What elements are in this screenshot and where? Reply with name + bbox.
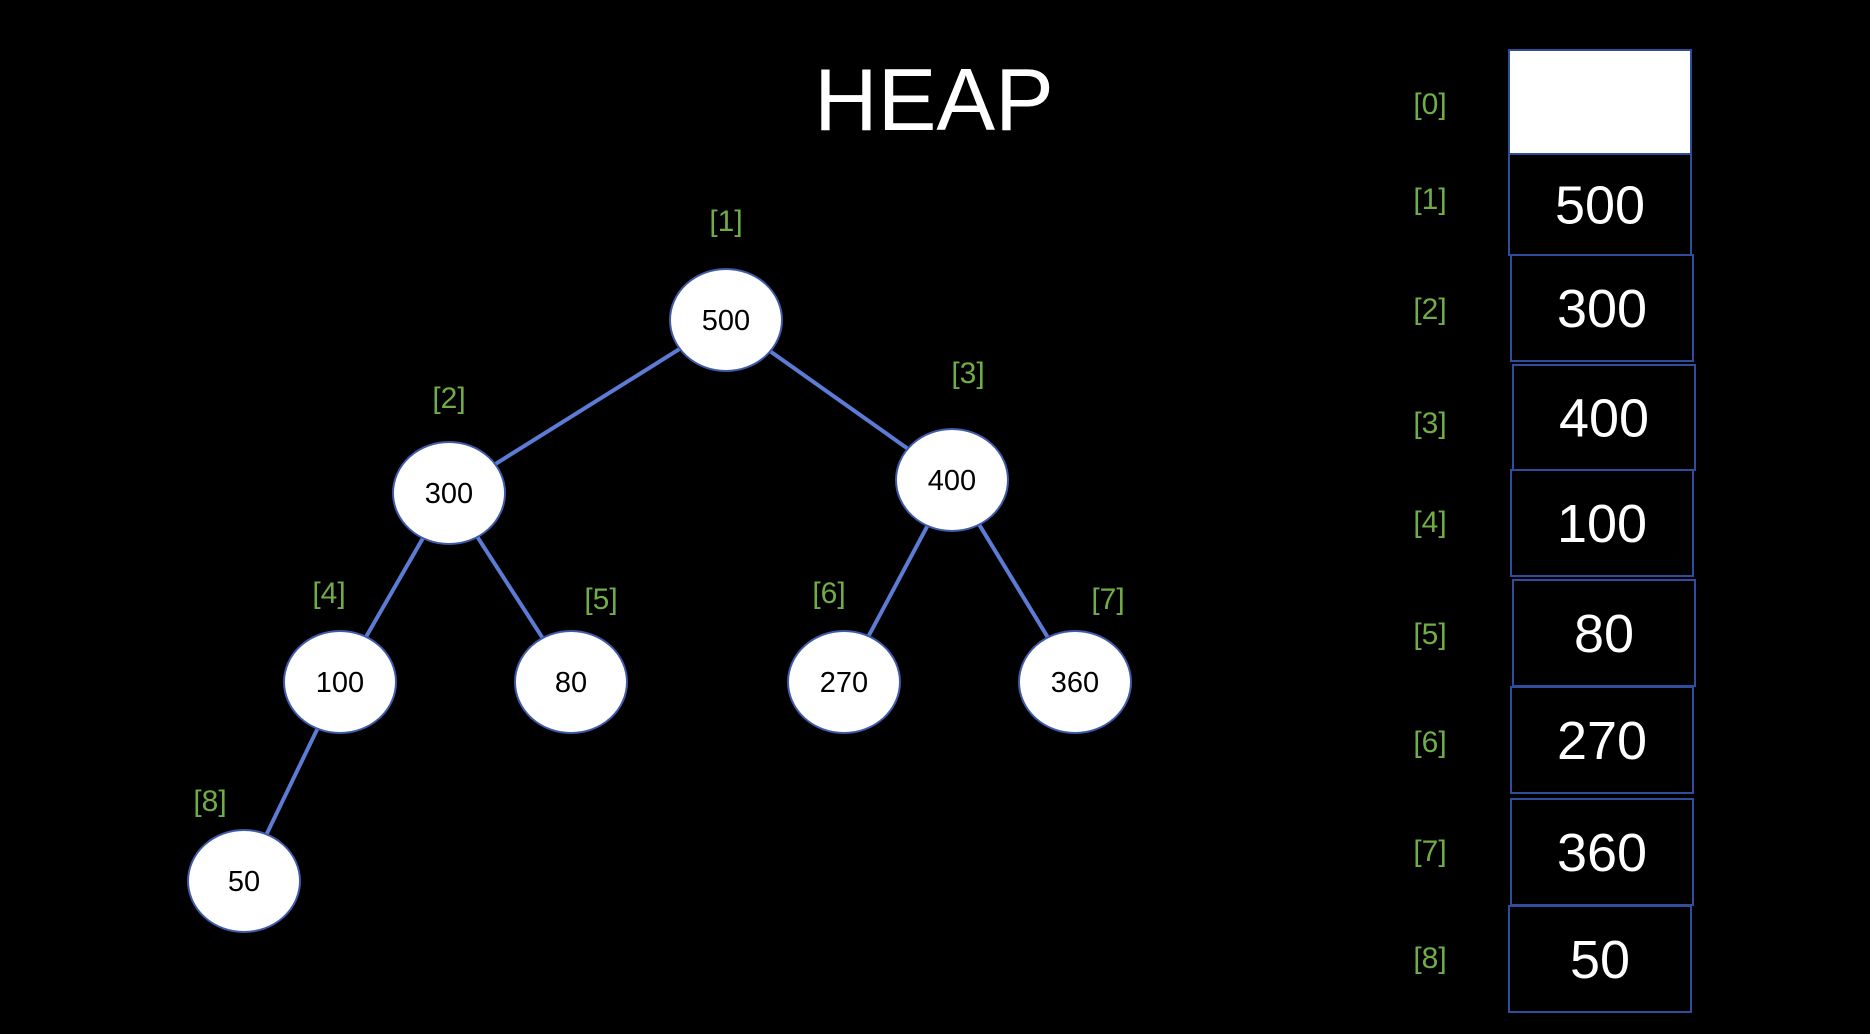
array-index-label: [0]: [1413, 88, 1446, 121]
array-cell: 80 [5]: [1413, 579, 1696, 687]
array-index-label: [4]: [1413, 506, 1446, 539]
tree-node: 500: [669, 268, 783, 372]
tree-node-value: 300: [425, 478, 473, 510]
array-cell: 270 [6]: [1413, 686, 1694, 794]
array-cell-value: 100: [1557, 494, 1647, 554]
tree-node-circle: [787, 630, 901, 734]
array-cell: 100 [4]: [1413, 469, 1694, 577]
tree-node-circle: [514, 630, 628, 734]
tree-node-circle: [392, 441, 506, 545]
tree-edge: [264, 726, 320, 837]
array-index-label: [2]: [1413, 293, 1446, 326]
tree-node-circle: [669, 268, 783, 372]
array-cell-value: 300: [1557, 279, 1647, 339]
tree-edge: [866, 523, 930, 639]
tree-node: 360: [1018, 630, 1132, 734]
array-index-label: [5]: [1413, 618, 1446, 651]
array-cell-box: [1508, 153, 1692, 256]
array-cell-value: 50: [1570, 930, 1630, 990]
heap-array: [0] 500 [1] 300 [2] 400 [3] 100 [4] 80 [5] 270 [6] 36…: [1413, 49, 1696, 1013]
tree-node-index-label: [1]: [709, 205, 742, 238]
array-cell-value: 80: [1574, 604, 1634, 664]
tree-node-value: 270: [820, 667, 868, 699]
tree-node: 270: [787, 630, 901, 734]
tree-nodes: 500 300 400 100 80 270 360 50: [187, 268, 1132, 933]
tree-node-value: 80: [555, 667, 587, 699]
tree-node-index-label: [7]: [1091, 583, 1124, 616]
array-cell-empty-box: [1508, 49, 1692, 155]
tree-edge: [768, 349, 910, 451]
array-cell-box: [1512, 364, 1696, 471]
page-title: HEAP: [814, 50, 1054, 149]
tree-node-index-label: [3]: [951, 357, 984, 390]
array-index-label: [7]: [1413, 835, 1446, 868]
array-cell-box: [1508, 905, 1692, 1013]
tree-node-value: 360: [1051, 667, 1099, 699]
array-index-label: [3]: [1413, 407, 1446, 440]
tree-node: 80: [514, 630, 628, 734]
tree-edge: [977, 522, 1050, 640]
tree-node-index-label: [4]: [312, 577, 345, 610]
array-index-label: [6]: [1413, 726, 1446, 759]
tree-node-value: 400: [928, 465, 976, 497]
tree-node-value: 500: [702, 305, 750, 337]
array-cell-value: 270: [1557, 711, 1647, 771]
array-cell-box: [1512, 579, 1696, 687]
tree-node-index-label: [2]: [432, 382, 465, 415]
tree-node-index-label: [5]: [584, 583, 617, 616]
tree-node-circle: [895, 428, 1009, 532]
array-cell-value: 360: [1557, 823, 1647, 883]
tree-edges: [264, 346, 1050, 837]
tree-node-index-label: [6]: [812, 577, 845, 610]
array-index-label: [8]: [1413, 942, 1446, 975]
tree-node-circle: [283, 630, 397, 734]
array-cell-value: 400: [1559, 389, 1649, 449]
array-cell-value: 500: [1555, 176, 1645, 236]
array-cell: 360 [7]: [1413, 798, 1694, 906]
tree-edge: [493, 346, 682, 467]
tree-node: 50: [187, 829, 301, 933]
tree-node-circle: [187, 829, 301, 933]
tree-node: 400: [895, 428, 1009, 532]
tree-index-labels: [1] [2] [3] [4] [5] [6] [7] [8]: [193, 205, 1124, 818]
tree-node: 300: [392, 441, 506, 545]
tree-node-index-label: [8]: [193, 785, 226, 818]
array-cell-box: [1510, 686, 1694, 794]
tree-node-value: 100: [316, 667, 364, 699]
tree-node: 100: [283, 630, 397, 734]
tree-edge: [364, 536, 425, 639]
array-cell-box: [1510, 254, 1694, 362]
tree-node-circle: [1018, 630, 1132, 734]
tree-node-value: 50: [228, 866, 260, 898]
array-cell: 400 [3]: [1413, 364, 1696, 471]
tree-edge: [475, 534, 545, 641]
array-cell-box: [1510, 469, 1694, 577]
array-cell: 300 [2]: [1413, 254, 1694, 362]
array-index-label: [1]: [1413, 183, 1446, 216]
array-cell: [0]: [1413, 49, 1692, 155]
array-cell-box: [1510, 798, 1694, 906]
array-cell: 50 [8]: [1413, 905, 1692, 1013]
array-cell: 500 [1]: [1413, 153, 1692, 256]
